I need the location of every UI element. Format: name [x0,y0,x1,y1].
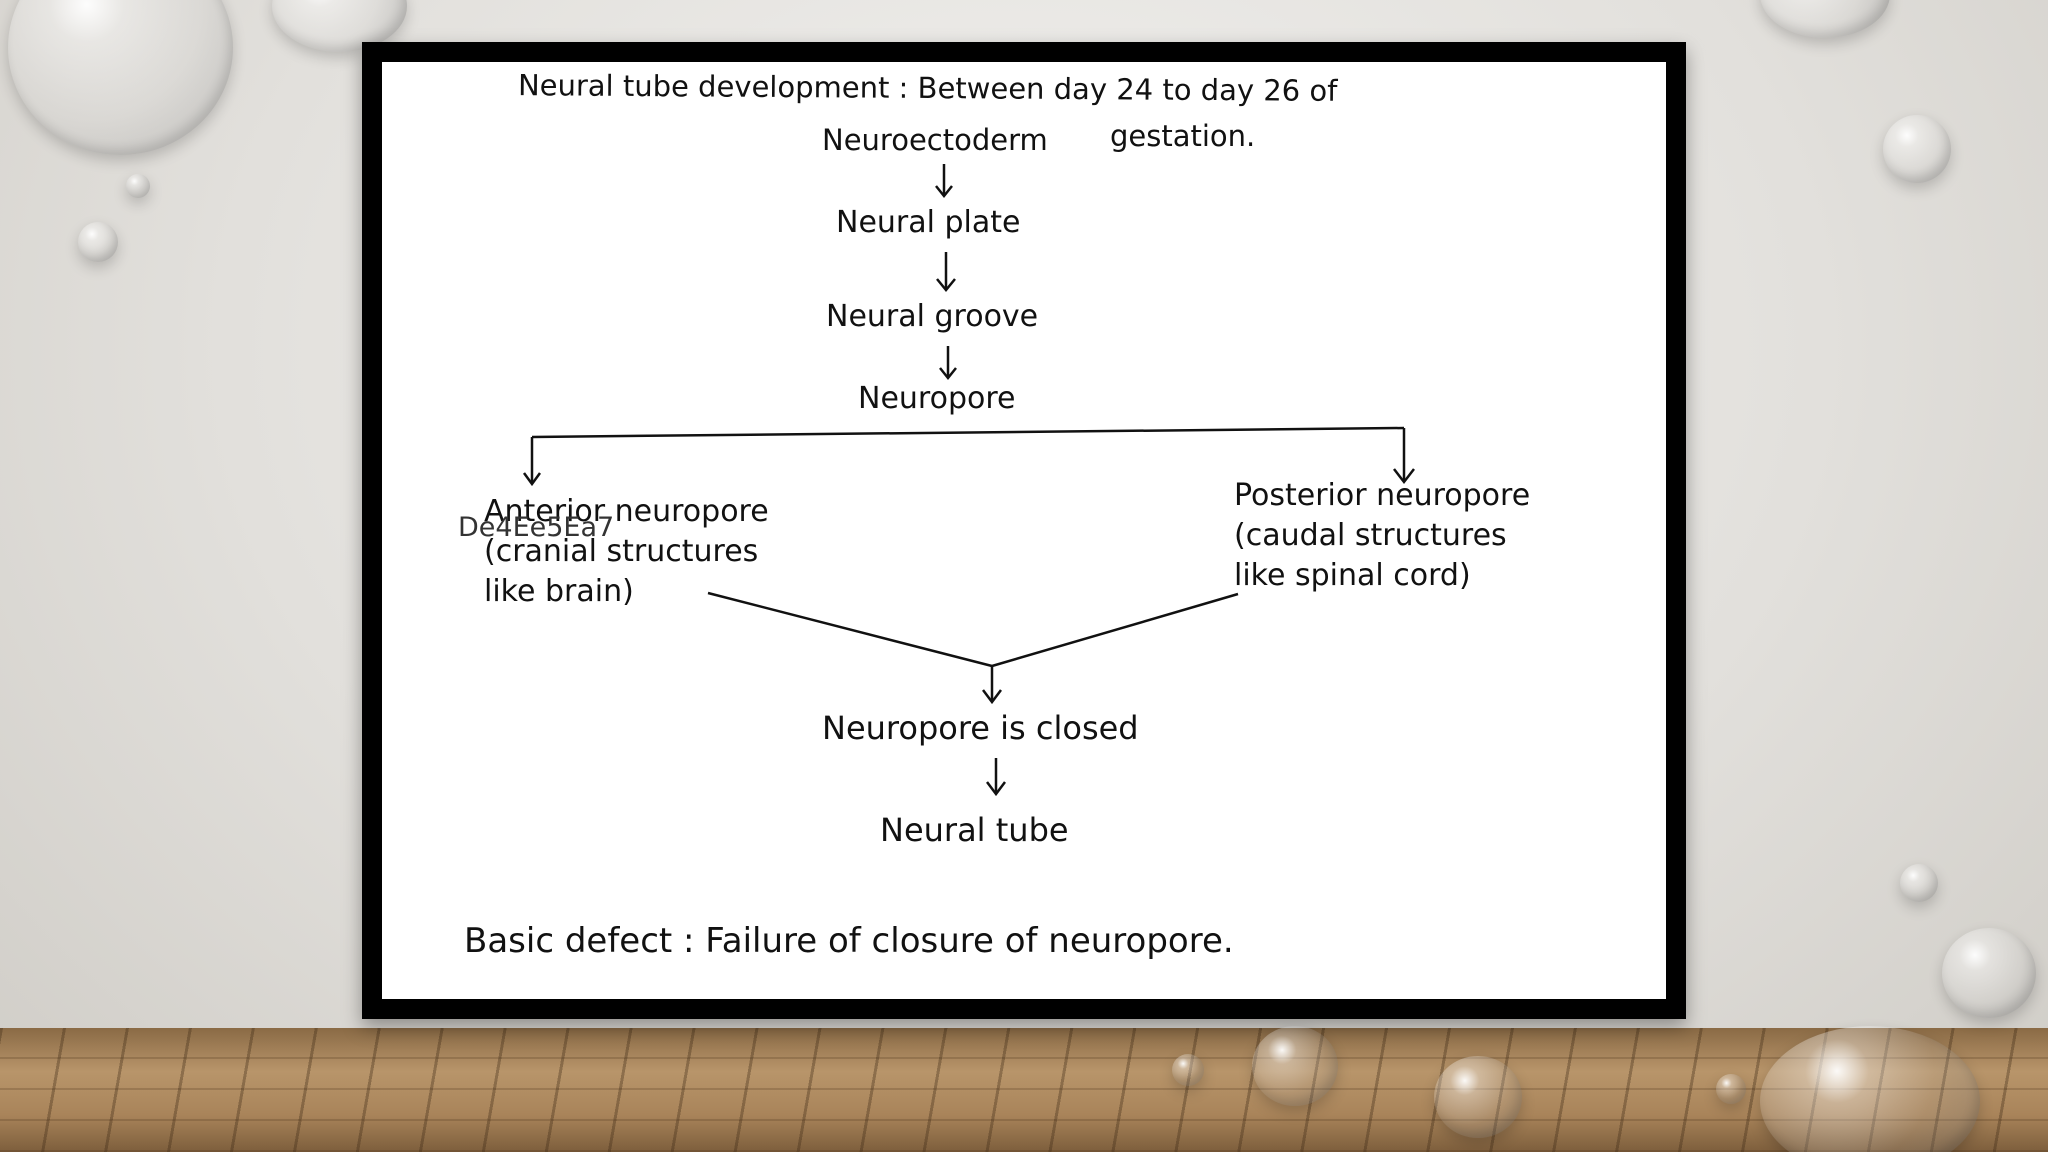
droplet-decoration [1942,928,2036,1018]
wood-floor [0,1028,2048,1152]
arrowhead [522,472,542,487]
merge-right [991,592,1239,668]
branch-bar [531,426,1405,439]
arrowhead [939,367,957,381]
flowchart-sheet: Neural tube development : Between day 24… [382,62,1666,999]
overlay-text-artifact: De4Ee5Ea7 [458,512,615,543]
node-anterior-neuropore: Anterior neuropore (cranial structures l… [484,494,769,609]
droplet-decoration [1760,0,1890,38]
arrowhead [1393,468,1415,485]
arrowhead [936,278,956,292]
droplet-decoration [1900,864,1938,902]
droplet-decoration [1716,1074,1746,1104]
droplet-decoration [1252,1026,1338,1106]
footer-basic-defect: Basic defect : Failure of closure of neu… [464,921,1234,961]
droplet-decoration [1883,115,1951,183]
droplet-decoration [1760,1026,1980,1152]
node-neuropore: Neuropore [858,381,1016,416]
arrowhead [982,689,1002,705]
droplet-decoration [1434,1056,1522,1138]
node-neuroectoderm: Neuroectoderm [822,123,1048,157]
arrowhead [986,781,1006,797]
heading-line-2-gestation: gestation. [1110,119,1256,153]
droplet-decoration [8,0,233,155]
droplet-decoration [78,222,118,262]
node-neuropore-closed: Neuropore is closed [822,709,1139,747]
merge-left [707,591,993,668]
droplet-decoration [126,174,150,198]
node-neural-tube: Neural tube [880,811,1069,849]
connector-lines [522,164,1415,797]
heading-line-1: Neural tube development : Between day 24… [517,68,1338,108]
node-neural-groove: Neural groove [826,299,1039,334]
arrowhead [935,185,953,199]
node-neural-plate: Neural plate [836,205,1021,240]
picture-frame: Neural tube development : Between day 24… [362,42,1686,1019]
droplet-decoration [1172,1054,1204,1086]
node-posterior-neuropore: Posterior neuropore (caudal structures l… [1234,478,1531,593]
